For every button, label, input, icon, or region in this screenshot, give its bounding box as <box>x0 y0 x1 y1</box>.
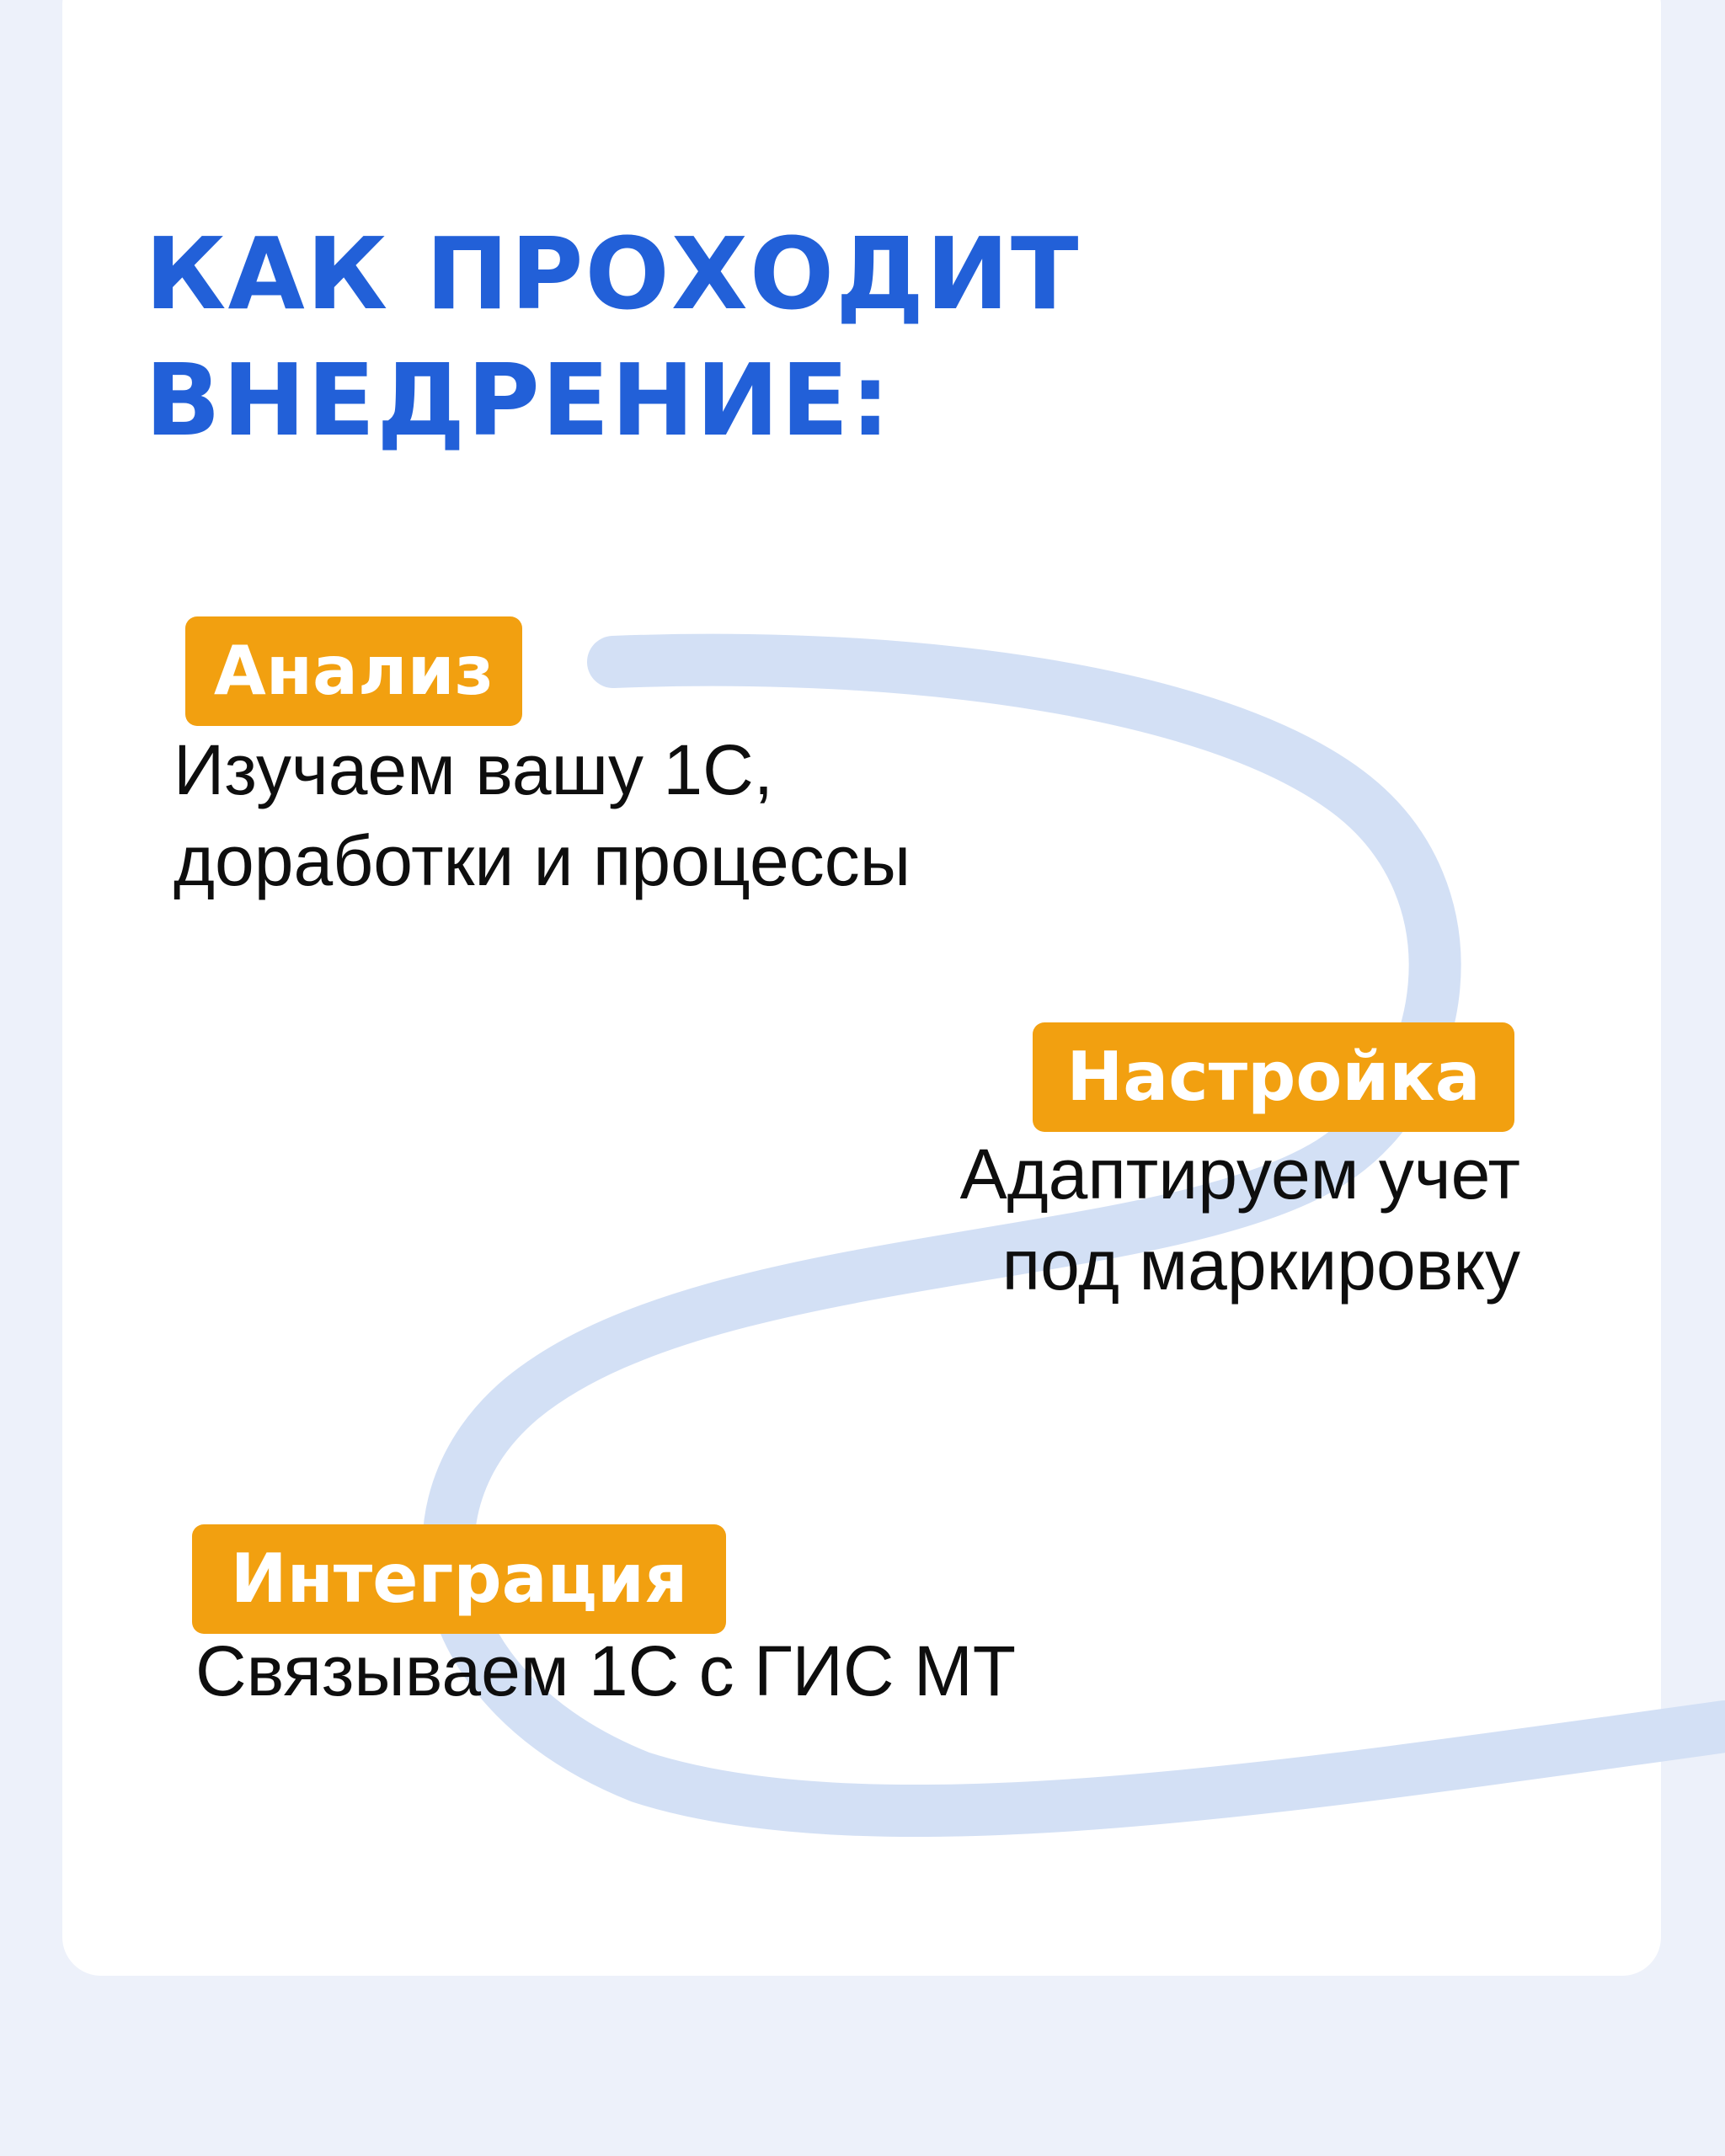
step-description-analysis: Изучаем вашу 1С, доработки и процессы <box>174 724 911 906</box>
step-description-setup: Адаптируем учет под маркировку <box>842 1129 1520 1310</box>
step-description-line: под маркировку <box>1001 1225 1520 1305</box>
page-title-line-1: КАК ПРОХОДИТ <box>145 216 1081 332</box>
step-description-line: доработки и процессы <box>174 821 911 900</box>
page-title: КАК ПРОХОДИТ ВНЕДРЕНИЕ: <box>145 211 1081 463</box>
step-description-line: Адаптируем учет <box>959 1134 1520 1214</box>
step-description-line: Изучаем вашу 1С, <box>174 730 774 809</box>
step-description-line: Связываем 1С с ГИС МТ <box>195 1631 1017 1710</box>
step-description-integration: Связываем 1С с ГИС МТ <box>195 1625 1016 1716</box>
step-badge-analysis: Анализ <box>185 616 522 726</box>
step-badge-integration: Интеграция <box>192 1524 726 1634</box>
page-title-line-2: ВНЕДРЕНИЕ: <box>145 342 892 458</box>
step-badge-setup: Настройка <box>1033 1022 1514 1132</box>
